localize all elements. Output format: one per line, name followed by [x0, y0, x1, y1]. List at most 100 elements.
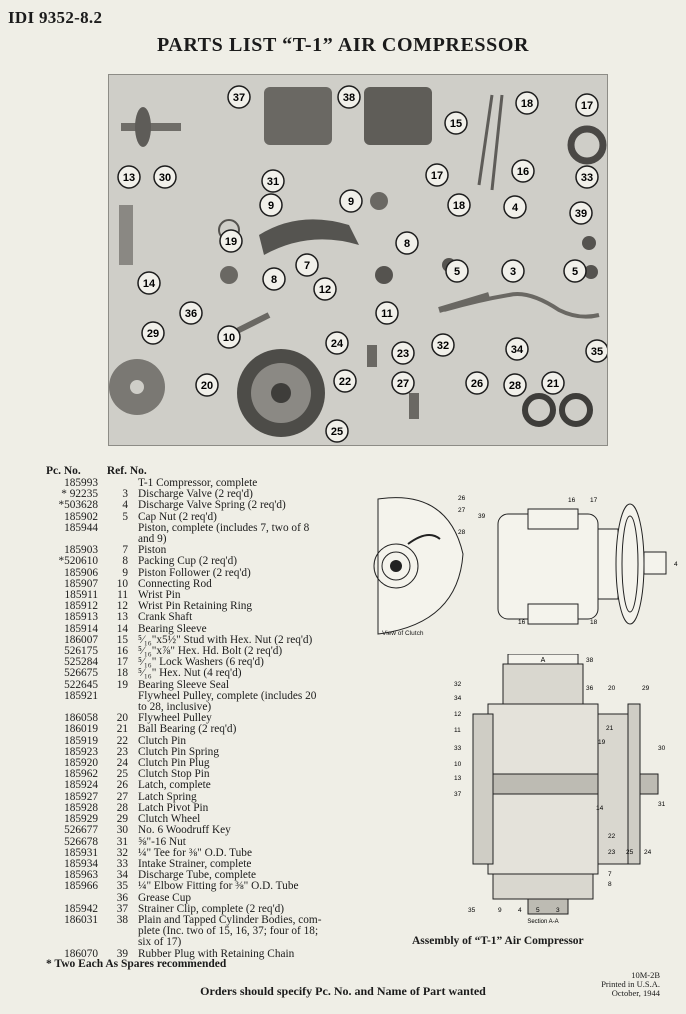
ref-no-cell: 12 [116, 600, 128, 613]
pc-no-header: Pc. No. [46, 465, 81, 477]
pc-no-cell: 185907 [64, 577, 98, 590]
pc-no-cell: 185902 [64, 510, 98, 523]
drawing-callout: 32 [454, 681, 462, 688]
pc-no-cell: 185934 [64, 857, 98, 870]
pc-no-cell: 526675 [64, 667, 98, 680]
callout-circle [431, 333, 455, 357]
drawing-callout: 13 [454, 775, 462, 782]
callout-number: 7 [304, 260, 310, 272]
print-info: 10M-2B Printed in U.S.A. October, 1944 [570, 971, 660, 998]
ref-no-cell: 19 [116, 678, 128, 691]
drawing-callout: 23 [608, 849, 616, 856]
ref-no-cell: 22 [116, 734, 128, 747]
callout-number: 3 [510, 266, 516, 278]
callout-number: 31 [267, 176, 279, 188]
ref-no-cell: 18 [116, 667, 128, 680]
discharge-tube-part [443, 292, 600, 319]
callout-number: 24 [331, 338, 344, 350]
description-cell: Discharge Valve Spring (2 req'd) [138, 499, 286, 512]
callout-number: 33 [581, 172, 593, 184]
ref-no-cell: 25 [116, 768, 128, 781]
callout-number: 36 [185, 308, 197, 320]
pc-no-cell: 185914 [64, 622, 98, 635]
callout-number: 13 [123, 172, 135, 184]
ref-no-cell: 24 [116, 757, 128, 770]
drawing-callout: 35 [468, 907, 476, 914]
ref-no-cell: 35 [116, 880, 128, 893]
callout-number: 15 [450, 118, 462, 130]
parts-list-header: Pc. No. Ref. No. [46, 465, 147, 477]
ref-no-cell [104, 691, 138, 702]
callout-circle [375, 301, 399, 325]
pc-no-cell: 185993 [64, 477, 98, 489]
drawing-callout: 22 [608, 833, 616, 840]
pc-no-cell: 185911 [64, 589, 98, 602]
drawing-callout: 8 [608, 881, 612, 888]
description-cell: Piston Follower (2 req'd) [138, 566, 251, 579]
callout-circle [444, 111, 468, 135]
description-cell: Crank Shaft [138, 611, 193, 624]
callout-circle [391, 341, 415, 365]
ref-no-cell: 32 [116, 846, 128, 859]
description-cell: Clutch Pin Plug [138, 757, 210, 770]
ref-no-cell: 15 [116, 633, 128, 646]
callout-number: 5 [454, 266, 460, 278]
callout-number: 26 [471, 378, 483, 390]
pc-no-cell: 526678 [64, 835, 98, 848]
callout-number: 38 [343, 92, 355, 104]
pc-no-cell: 185921 [64, 689, 98, 702]
description-cell: ⁵⁄₁₆"x⅞" Hex. Hd. Bolt (2 req'd) [138, 645, 283, 658]
ref-no-cell: 4 [122, 499, 128, 512]
drawing-callout: 29 [642, 685, 650, 692]
callout-circle [313, 277, 337, 301]
pc-no-cell: 185924 [64, 779, 98, 792]
cylinder-body-part [264, 87, 332, 145]
description-cell: ⅝"-16 Nut [138, 835, 186, 848]
callout-circle [563, 259, 587, 283]
description-cell: six of 17) [138, 936, 182, 949]
callout-circle [575, 165, 599, 189]
callout-circle [153, 165, 177, 189]
callout-number: 21 [547, 378, 559, 390]
view-of-clutch-label: View of Clutch [382, 630, 424, 637]
cylinder-body-part [364, 87, 432, 145]
assembly-caption: Assembly of “T-1” Air Compressor [412, 935, 584, 947]
callout-number: 25 [331, 426, 343, 438]
description-cell: No. 6 Woodruff Key [138, 824, 231, 837]
callout-number: 8 [271, 274, 277, 286]
description-cell: Discharge Valve (2 req'd) [138, 488, 253, 501]
callout-circle [141, 321, 165, 345]
callout-number: 32 [437, 340, 449, 352]
drawing-callout: 18 [590, 619, 598, 626]
drawing-callout: 4 [518, 907, 522, 914]
callout-circle [447, 193, 471, 217]
ref-no-cell: 21 [116, 723, 128, 736]
description-cell: Cap Nut (2 req'd) [138, 510, 217, 523]
ref-no-cell: 39 [116, 947, 128, 960]
callout-number: 9 [268, 200, 274, 212]
drawing-callout: 11 [454, 727, 461, 734]
description-cell: ⁵⁄₁₆" Hex. Nut (4 req'd) [138, 667, 242, 680]
drawing-callout: 27 [458, 507, 466, 514]
callout-number: 22 [339, 376, 351, 388]
callout-circle [339, 189, 363, 213]
callout-number: 17 [431, 170, 443, 182]
ref-no-cell: 9 [122, 566, 128, 579]
drawing-callout: 31 [658, 801, 666, 808]
piston-part [259, 219, 359, 255]
section-mark: A [541, 657, 546, 664]
pc-no-cell: 526175 [64, 645, 98, 658]
drawing-callout: 16 [518, 619, 526, 626]
callout-circle [137, 271, 161, 295]
callout-number: 14 [143, 278, 156, 290]
doc-id: IDI 9352-8.2 [8, 8, 103, 27]
